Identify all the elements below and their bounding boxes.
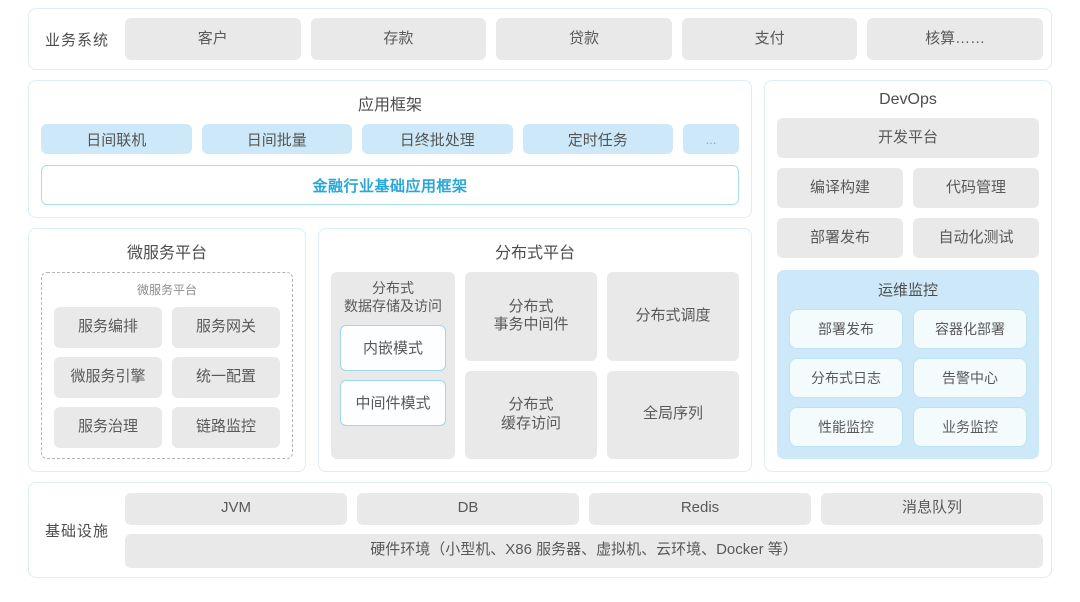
middle-region: 应用框架 日间联机 日间批量 日终批处理 定时任务 ... 金融行业基础应用框架… (28, 80, 1052, 472)
ops-monitor-item-deploy-release[interactable]: 部署发布 (789, 309, 903, 349)
distributed-item-cache-access-line1: 分布式 (508, 396, 554, 413)
devops-panel: DevOps 开发平台 编译构建 代码管理 部署发布 自动化测试 运维监控 部署… (764, 80, 1052, 472)
devops-title: DevOps (879, 91, 937, 108)
business-item-accounting[interactable]: 核算…… (867, 18, 1043, 60)
microservice-item-governance[interactable]: 服务治理 (54, 407, 162, 448)
devops-item-automated-testing[interactable]: 自动化测试 (913, 218, 1039, 258)
financial-base-framework-bar[interactable]: 金融行业基础应用框架 (41, 165, 739, 205)
devops-item-dev-platform[interactable]: 开发平台 (777, 118, 1039, 158)
infrastructure-stack: JVM DB Redis 消息队列 硬件环境（小型机、X86 服务器、虚拟机、云… (125, 492, 1043, 568)
distributed-mode-embedded[interactable]: 内嵌模式 (340, 324, 446, 371)
app-framework-item-batch[interactable]: 日间批量 (201, 124, 352, 154)
ops-monitor-items-grid: 部署发布 容器化部署 分布式日志 告警中心 性能监控 业务监控 (789, 309, 1027, 447)
infrastructure-band: 基础设施 JVM DB Redis 消息队列 硬件环境（小型机、X86 服务器、… (28, 482, 1052, 578)
microservice-items-grid: 服务编排 服务网关 微服务引擎 统一配置 服务治理 链路监控 (54, 307, 280, 448)
microservice-inner-box: 微服务平台 服务编排 服务网关 微服务引擎 统一配置 服务治理 链路监控 (41, 272, 293, 459)
app-framework-item-eod-batch[interactable]: 日终批处理 (362, 124, 513, 154)
devops-item-code-management[interactable]: 代码管理 (913, 168, 1039, 208)
infrastructure-item-db[interactable]: DB (357, 492, 579, 525)
middle-left-column: 应用框架 日间联机 日间批量 日终批处理 定时任务 ... 金融行业基础应用框架… (28, 80, 752, 472)
ops-monitor-item-container-deploy[interactable]: 容器化部署 (913, 309, 1027, 349)
business-item-customer[interactable]: 客户 (125, 18, 301, 60)
infrastructure-hardware-row: 硬件环境（小型机、X86 服务器、虚拟机、云环境、Docker 等） (125, 533, 1043, 568)
business-item-payment[interactable]: 支付 (681, 18, 858, 60)
ops-monitor-item-performance-monitor[interactable]: 性能监控 (789, 407, 903, 447)
devops-column: DevOps 开发平台 编译构建 代码管理 部署发布 自动化测试 运维监控 部署… (764, 80, 1052, 472)
distributed-data-storage-title: 分布式 数据存储及访问 (344, 280, 442, 316)
application-framework-panel: 应用框架 日间联机 日间批量 日终批处理 定时任务 ... 金融行业基础应用框架 (28, 80, 752, 218)
infrastructure-item-message-queue[interactable]: 消息队列 (821, 492, 1043, 525)
business-system-label: 业务系统 (44, 31, 109, 49)
business-system-band: 业务系统 客户 存款 贷款 支付 核算…… (28, 8, 1052, 70)
microservice-item-orchestration[interactable]: 服务编排 (54, 307, 162, 348)
distributed-data-storage-box[interactable]: 分布式 数据存储及访问 内嵌模式 中间件模式 (331, 272, 455, 459)
platforms-row: 微服务平台 微服务平台 服务编排 服务网关 微服务引擎 统一配置 服务治理 链路… (28, 228, 752, 472)
distributed-items-grid: 分布式 事务中间件 分布式调度 分布式 缓存访问 (465, 272, 739, 459)
infrastructure-label: 基础设施 (44, 522, 109, 540)
devops-item-deploy-release[interactable]: 部署发布 (777, 218, 903, 258)
ops-monitor-item-business-monitor[interactable]: 业务监控 (913, 407, 1027, 447)
distributed-platform-panel: 分布式平台 分布式 数据存储及访问 内嵌模式 中间件模式 (318, 228, 752, 472)
devops-item-build[interactable]: 编译构建 (777, 168, 903, 208)
ops-monitor-panel: 运维监控 部署发布 容器化部署 分布式日志 告警中心 性能监控 业务监控 (777, 270, 1039, 459)
infrastructure-hardware-bar[interactable]: 硬件环境（小型机、X86 服务器、虚拟机、云环境、Docker 等） (125, 533, 1043, 568)
infrastructure-items: JVM DB Redis 消息队列 (125, 492, 1043, 525)
distributed-item-scheduling[interactable]: 分布式调度 (607, 272, 739, 361)
infrastructure-item-jvm[interactable]: JVM (125, 492, 347, 525)
devops-items-grid: 编译构建 代码管理 部署发布 自动化测试 (777, 168, 1039, 258)
application-framework-items: 日间联机 日间批量 日终批处理 定时任务 ... (41, 124, 739, 154)
distributed-item-cache-access[interactable]: 分布式 缓存访问 (465, 370, 597, 459)
ops-monitor-title: 运维监控 (877, 282, 938, 299)
distributed-item-cache-access-line2: 缓存访问 (500, 414, 561, 432)
app-framework-item-more[interactable]: ... (683, 124, 739, 154)
distributed-data-storage-title-line1: 分布式 (372, 280, 414, 296)
application-framework-title: 应用框架 (357, 97, 422, 114)
microservice-item-gateway[interactable]: 服务网关 (172, 307, 280, 348)
microservice-item-trace-monitor[interactable]: 链路监控 (172, 407, 280, 448)
distributed-item-global-sequence[interactable]: 全局序列 (607, 370, 739, 459)
distributed-item-transaction-middleware-line1: 分布式 (508, 297, 554, 315)
microservice-item-engine[interactable]: 微服务引擎 (54, 357, 162, 398)
distributed-data-storage-title-line2: 数据存储及访问 (344, 297, 442, 314)
microservice-platform-title: 微服务平台 (126, 245, 207, 262)
ops-monitor-item-alert-center[interactable]: 告警中心 (913, 358, 1027, 398)
business-item-loan[interactable]: 贷款 (496, 18, 672, 60)
distributed-platform-title: 分布式平台 (494, 245, 575, 262)
devops-platform-row: 开发平台 (777, 118, 1039, 158)
distributed-body: 分布式 数据存储及访问 内嵌模式 中间件模式 分布式 事务中间件 (331, 272, 739, 459)
business-system-items: 客户 存款 贷款 支付 核算…… (125, 18, 1043, 60)
app-framework-item-online[interactable]: 日间联机 (41, 124, 192, 154)
app-framework-item-scheduled-task[interactable]: 定时任务 (522, 124, 673, 154)
distributed-mode-middleware[interactable]: 中间件模式 (340, 379, 446, 426)
microservice-inner-title: 微服务平台 (136, 283, 197, 297)
microservice-item-unified-config[interactable]: 统一配置 (172, 357, 280, 398)
business-item-deposit[interactable]: 存款 (310, 18, 487, 60)
distributed-item-transaction-middleware[interactable]: 分布式 事务中间件 (465, 272, 597, 361)
ops-monitor-item-distributed-log[interactable]: 分布式日志 (789, 358, 903, 398)
microservice-platform-panel: 微服务平台 微服务平台 服务编排 服务网关 微服务引擎 统一配置 服务治理 链路… (28, 228, 306, 472)
infrastructure-item-redis[interactable]: Redis (589, 492, 811, 525)
distributed-item-transaction-middleware-line2: 事务中间件 (493, 316, 569, 334)
